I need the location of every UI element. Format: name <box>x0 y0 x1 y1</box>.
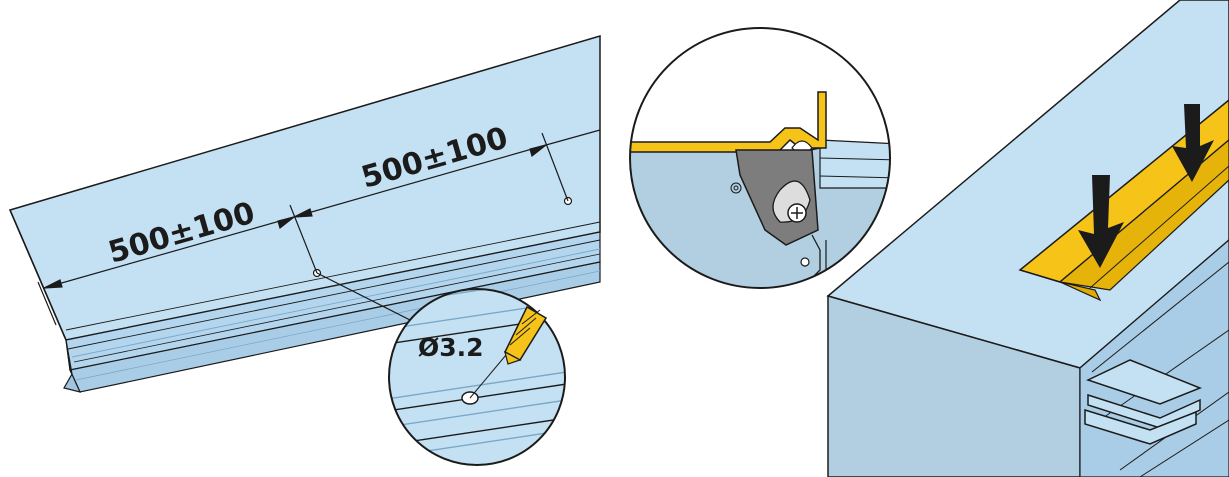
screw-head-icon <box>787 203 807 223</box>
section-detail <box>629 27 891 289</box>
drill-diameter-label: Ø3.2 <box>418 333 484 362</box>
mounting-clip <box>1084 359 1203 445</box>
housing-front <box>827 295 1081 477</box>
drill-detail: Ø3.2 <box>388 288 566 466</box>
dimension-lines <box>37 129 601 326</box>
down-arrow-icon <box>1078 104 1214 268</box>
detail-leader <box>316 272 411 321</box>
drill-bit-icon <box>504 305 548 365</box>
